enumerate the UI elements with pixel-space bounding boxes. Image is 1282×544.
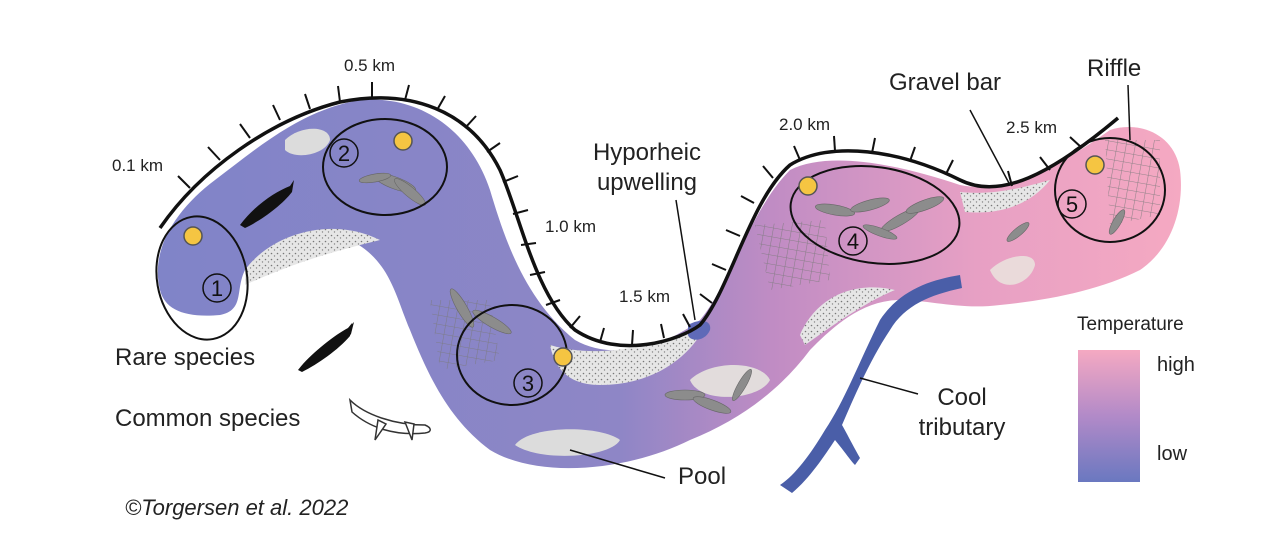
site-number-3: 3: [522, 371, 534, 396]
marker-4: [798, 176, 818, 196]
site-ellipse-5: [1054, 137, 1166, 243]
cool-tributary-line1: Cool: [937, 384, 987, 411]
common-species-label: Common species: [115, 405, 301, 432]
marker-3: [553, 347, 573, 367]
marker-5: [1085, 155, 1105, 175]
hyporheic-label-line1: Hyporheic: [592, 139, 702, 166]
temperature-scale-bar: [1078, 350, 1140, 482]
legend-high: high: [1157, 354, 1195, 376]
pool-patch-1: [285, 128, 330, 156]
site-number-1: 1: [211, 276, 223, 301]
pool-patch-4: [990, 255, 1035, 285]
site-number-2: 2: [338, 141, 350, 166]
hyporheic-plume: [688, 320, 711, 340]
cool-tributary: [780, 275, 962, 493]
sample-markers: [183, 131, 1105, 367]
km-label-0-1: 0.1 km: [112, 156, 164, 175]
site-ellipse-4: [789, 165, 961, 265]
site-ellipse-2: [322, 118, 448, 216]
site-number-circles: [202, 138, 1087, 398]
pool-label: Pool: [678, 463, 727, 490]
km-label-1-0: 1.0 km: [545, 217, 597, 236]
hyporheic-label-line2: upwelling: [596, 169, 698, 196]
cool-tributary-label: Cool tributary: [897, 383, 1027, 443]
common-species-icon: [348, 397, 431, 441]
riffle-grid-2: [755, 220, 830, 290]
leader-lines: [569, 84, 1131, 479]
gravel-bar-label: Gravel bar: [889, 69, 1002, 96]
legend-low: low: [1157, 443, 1188, 465]
rare-species-icon: [298, 323, 352, 372]
pool-patch-2: [515, 429, 620, 456]
km-label-1-5: 1.5 km: [619, 287, 671, 306]
site-number-4: 4: [847, 229, 859, 254]
km-label-2-0: 2.0 km: [779, 115, 831, 134]
common-fish-group: [358, 172, 1126, 414]
rare-species-label: Rare species: [115, 344, 256, 371]
marker-2: [393, 131, 413, 151]
credit-text: ©Torgersen et al. 2022: [125, 495, 349, 520]
riffle-label: Riffle: [1087, 55, 1142, 82]
bank-ticks: [177, 82, 1083, 346]
site-ellipse-1: [155, 215, 249, 341]
riffle-grid-3: [1105, 140, 1160, 225]
hyporheic-label: Hyporheic upwelling: [573, 138, 721, 198]
gravel-bar-1: [245, 228, 380, 285]
site-number-5: 5: [1066, 192, 1078, 217]
km-label-0-5: 0.5 km: [344, 56, 396, 75]
gravel-bar-4: [960, 180, 1050, 213]
marker-1: [183, 226, 203, 246]
gravel-bar-3: [800, 287, 895, 345]
legend-title: Temperature: [1077, 314, 1184, 335]
km-label-2-5: 2.5 km: [1006, 118, 1058, 137]
cool-tributary-line2: tributary: [918, 414, 1006, 441]
site-ellipses: [155, 118, 1166, 406]
